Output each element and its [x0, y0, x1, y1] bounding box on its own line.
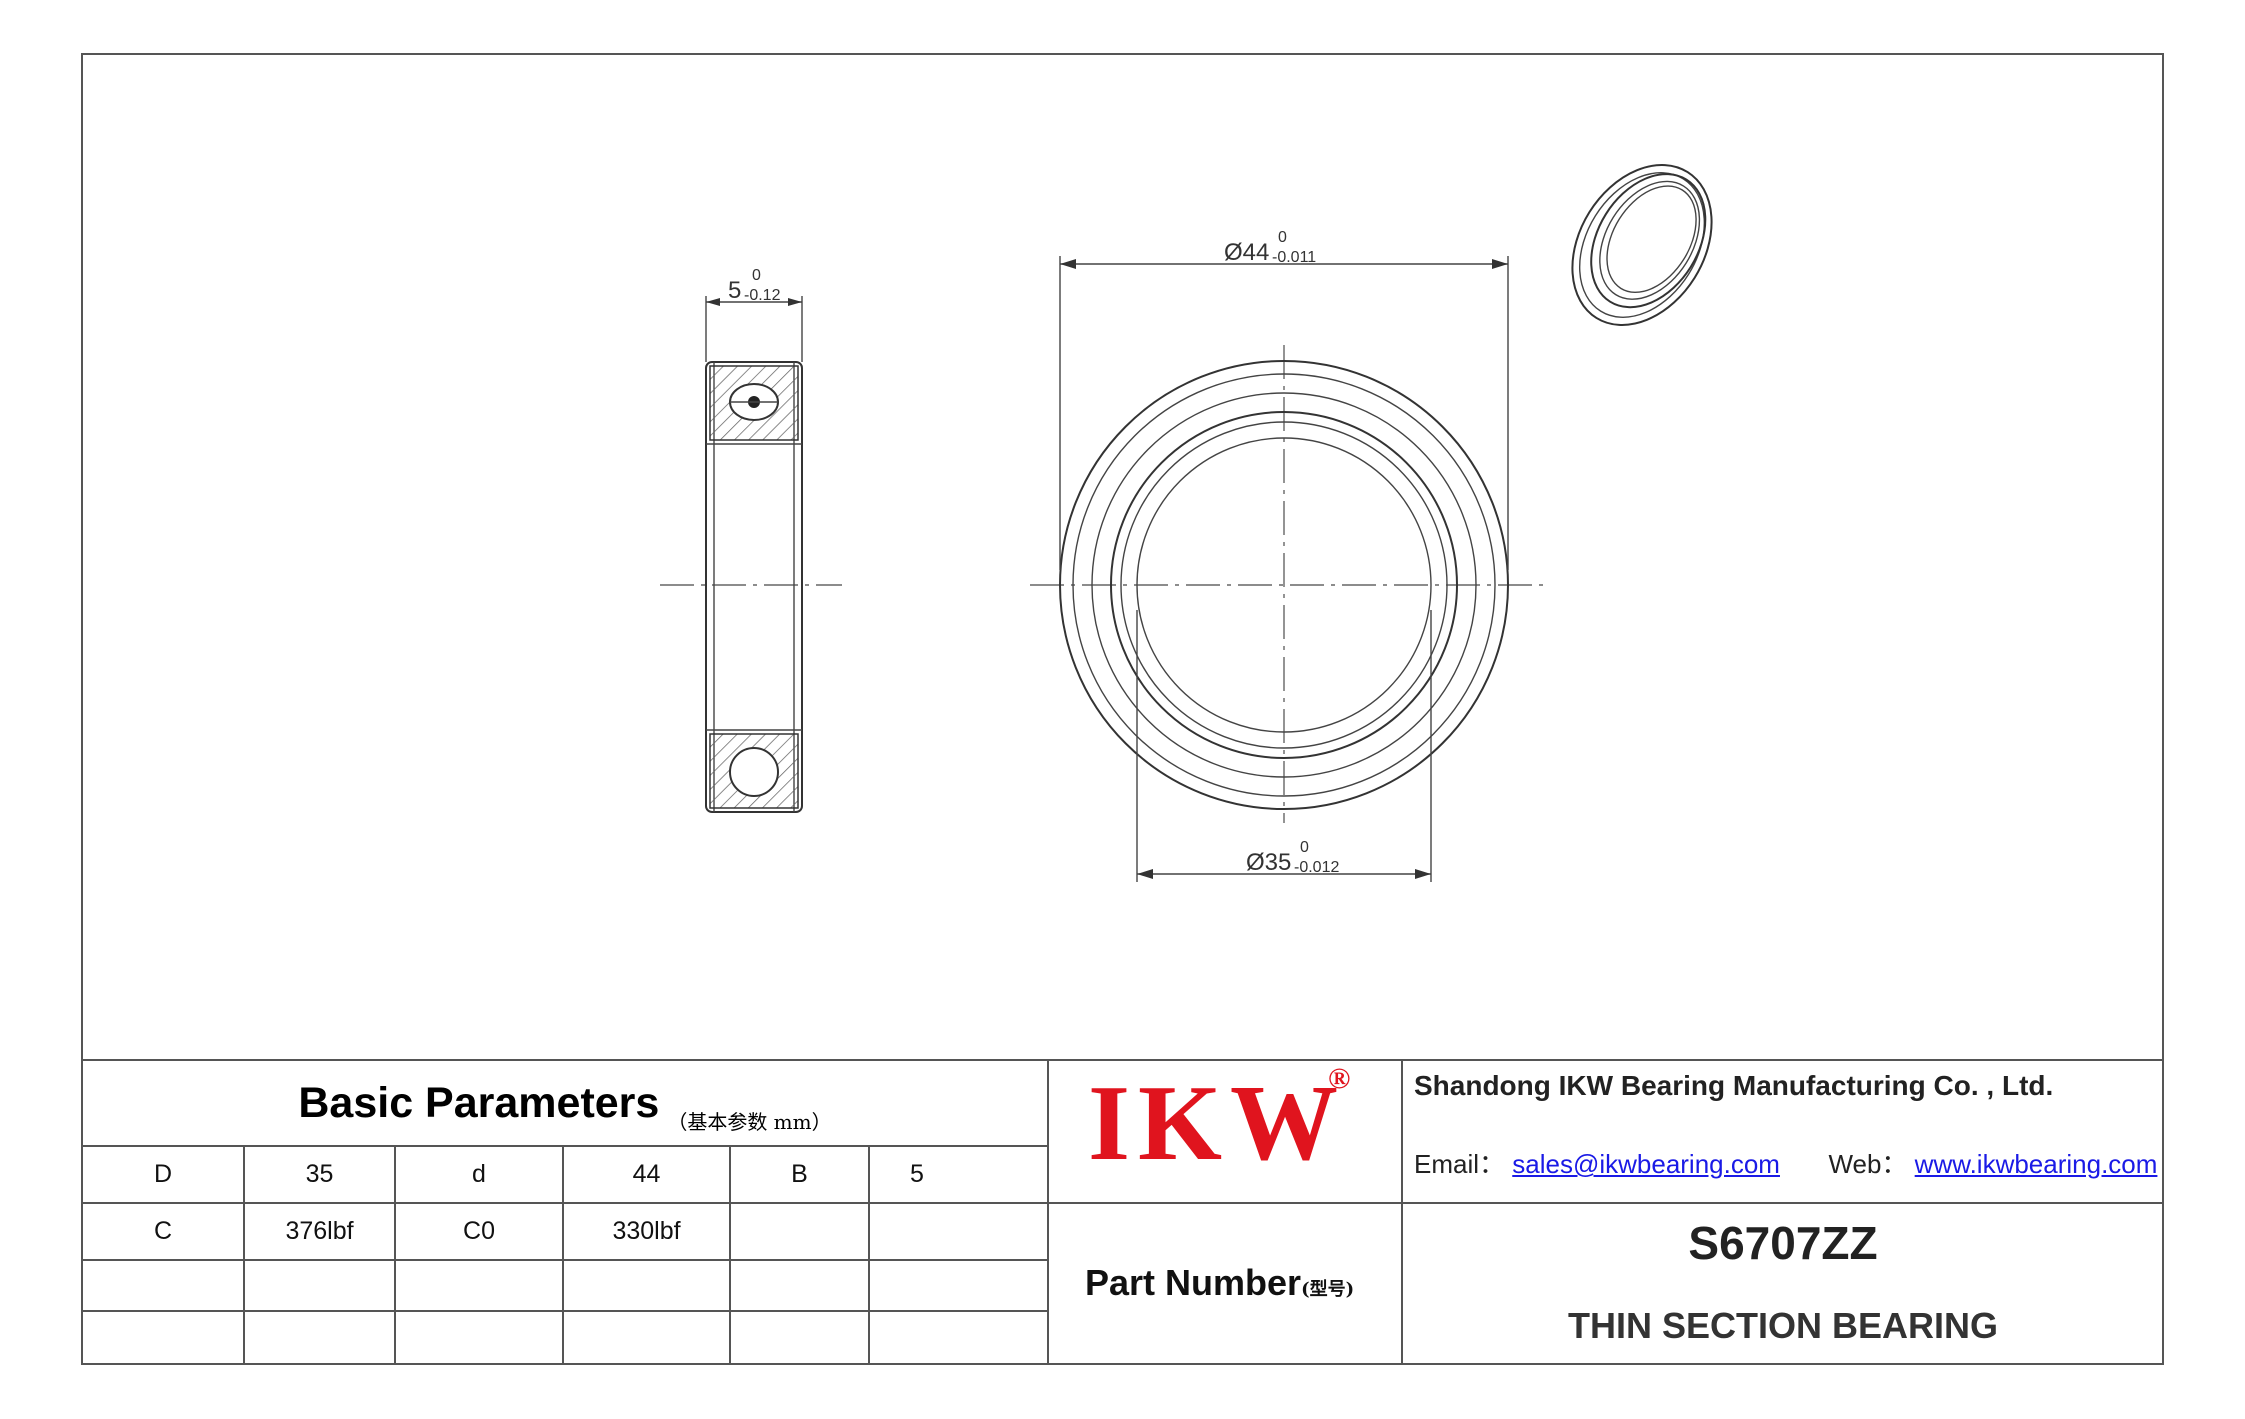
title-block-top-line: [81, 1059, 2164, 1061]
basic-parameters-header: Basic Parameters （基本参数 mm）: [83, 1061, 1047, 1145]
email-link[interactable]: sales@ikwbearing.com: [1512, 1149, 1780, 1179]
web-link[interactable]: www.ikwbearing.com: [1914, 1149, 2158, 1179]
param-cell: D: [153, 1160, 173, 1188]
part-number-value: S6707ZZ: [1688, 1217, 1878, 1269]
table-col-5: [868, 1145, 870, 1365]
basic-parameters-subtitle: （基本参数 mm）: [667, 1110, 832, 1134]
front-view: Ø44 0 -0.011 Ø35 0 -0.012: [1030, 229, 1544, 882]
basic-parameters-title: Basic Parameters: [298, 1078, 660, 1127]
table-col-3: [562, 1145, 564, 1365]
param-cell: 330lbf: [612, 1217, 681, 1245]
registered-mark: ®: [1328, 1062, 1351, 1095]
outer-dim-lower: -0.011: [1272, 249, 1316, 266]
drawing-sheet-border: [81, 53, 2164, 1365]
param-cell: B: [791, 1160, 808, 1188]
width-dim-lower: -0.12: [744, 287, 781, 304]
width-dim-upper: 0: [752, 267, 761, 284]
side-section-view: 5 0 -0.12: [660, 267, 842, 813]
table-line-3: [81, 1259, 1048, 1261]
table-col-2: [394, 1145, 396, 1365]
table-line-1: [81, 1145, 1048, 1147]
title-block-divider-2: [1401, 1059, 1403, 1365]
outer-dim-upper: 0: [1278, 229, 1287, 246]
contact-row: Email： sales@ikwbearing.com Web： www.ikw…: [1414, 1144, 2157, 1181]
email-label: Email：: [1414, 1149, 1506, 1179]
table-line-2: [81, 1202, 2164, 1204]
param-cell: 35: [305, 1160, 334, 1188]
param-cell: 376lbf: [285, 1217, 354, 1245]
param-cell: d: [472, 1160, 486, 1188]
part-number-label-text: Part Number: [1085, 1262, 1302, 1303]
part-number-label-sub: (型号): [1301, 1279, 1355, 1300]
table-col-4: [729, 1145, 731, 1365]
table-col-1: [243, 1145, 245, 1365]
param-cell: C0: [463, 1217, 495, 1245]
company-name: Shandong IKW Bearing Manufacturing Co. ,…: [1414, 1070, 2054, 1101]
param-cell: 5: [910, 1160, 924, 1188]
inner-dim-value: Ø35: [1246, 849, 1291, 876]
table-line-4: [81, 1310, 1048, 1312]
outer-dim-value: Ø44: [1224, 239, 1269, 266]
part-description: THIN SECTION BEARING: [1567, 1305, 1998, 1346]
isometric-view: [1571, 164, 1713, 326]
param-cell: C: [153, 1217, 173, 1245]
inner-dim-lower: -0.012: [1294, 859, 1339, 876]
inner-dim-upper: 0: [1300, 839, 1309, 856]
width-dim-value: 5: [728, 277, 741, 304]
part-number-label: Part Number(型号): [1085, 1262, 1354, 1304]
param-cell: [731, 1204, 868, 1259]
web-label: Web：: [1828, 1149, 1908, 1179]
ikw-logo: IKW: [1088, 1064, 1347, 1183]
param-cell: 44: [632, 1160, 661, 1188]
title-block-divider-1: [1047, 1059, 1049, 1365]
bearing-technical-drawing: 5 0 -0.12 Ø44 0 -0.011 Ø35 0 -0.012: [660, 164, 1713, 882]
param-cell: [870, 1204, 1047, 1259]
